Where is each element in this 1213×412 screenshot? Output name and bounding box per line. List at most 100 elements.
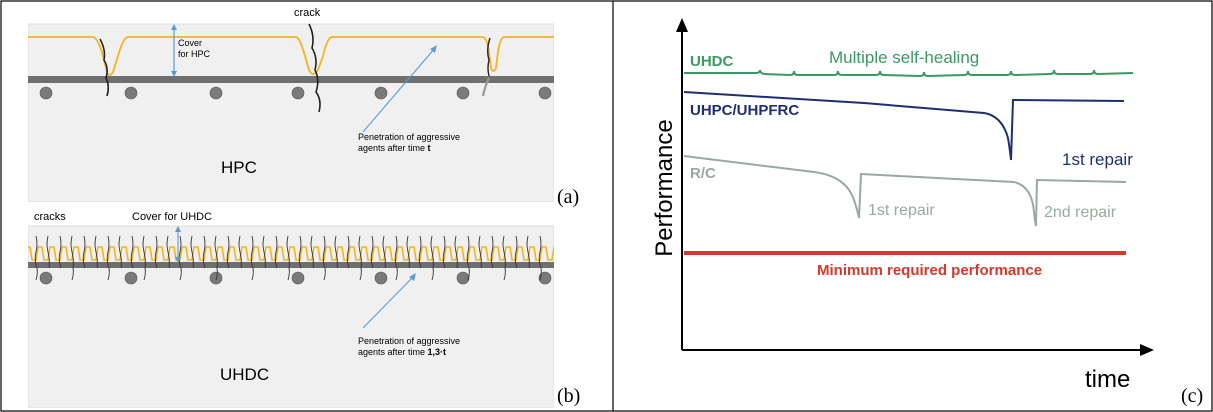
hpc-cover-label-line2: for HPC [178,49,211,59]
rebar-circle [291,86,305,100]
microcrack [82,235,86,269]
microcrack [190,235,194,269]
hpc-section-diagram [28,23,554,202]
microcrack [226,235,230,269]
hpc-crack-1 [99,38,110,97]
rebar-circle [374,86,388,100]
rebar-circle [209,271,223,285]
microcrack [430,235,434,281]
microcrack [202,235,206,269]
rebar-circle [456,271,470,285]
x-axis-arrow-icon [1140,344,1154,356]
microcrack [370,235,374,269]
uhdc-material-label: UHDC [220,365,270,384]
minimum-performance-label: Minimum required performance [817,262,1043,279]
uhpc-series-label: UHPC/UHPFRC [690,102,800,119]
hpc-cover-label-line1: Cover [178,38,203,48]
microcrack [490,235,494,269]
microcrack [514,235,518,269]
microcrack [310,235,314,269]
microcrack [130,235,134,269]
microcrack [142,235,146,281]
microcrack [250,235,254,281]
microcrack [154,235,158,269]
uhpc-performance-line [683,91,1125,161]
hpc-crack-3 [487,37,491,77]
uhdc-microcracks [34,235,542,281]
microcrack [466,235,470,281]
hpc-rebar [28,76,554,83]
microcrack [106,235,110,281]
microcrack [58,235,62,269]
uhdc-series-label: UHDC [690,53,734,70]
rebar-circle [39,86,53,100]
y-axis-label: Performance [651,119,678,257]
rebar-circle [124,271,138,285]
uhdc-rebar-circles [39,271,552,285]
rebar-circle [209,86,223,100]
hpc-penetration-arrow [362,47,436,133]
microcrack [334,235,338,269]
panel-a-label: (a) [557,186,580,208]
microcrack [382,235,386,269]
hpc-concrete-block [28,24,554,202]
microcrack [394,235,398,281]
uhdc-penetration-line2: agents after time [358,347,428,357]
uhdc-self-healing-note: Multiple self-healing [829,48,980,67]
hpc-crack-3-corroded [481,77,490,97]
uhdc-penetration-arrow [362,275,415,329]
microcrack [346,235,350,269]
uhdc-rebar [28,262,554,268]
hpc-rebar-circles [39,86,552,100]
hpc-cover-line [28,36,554,76]
microcrack [454,235,458,269]
hpc-penetration-line2: agents after time [358,143,428,153]
uhdc-penetration-time: 1,3·t [427,347,447,357]
hpc-crack-label: crack [294,7,321,19]
microcrack [502,235,506,281]
microcrack [478,235,482,269]
uhdc-cover-label: Cover for UHDC [132,211,213,223]
uhdc-cracks-label: cracks [34,211,66,223]
microcrack [358,235,362,281]
rebar-circle [538,86,552,100]
microcrack [538,235,542,281]
performance-chart [676,18,1154,356]
hpc-material-label: HPC [221,158,257,177]
hpc-penetration-line1: Penetration of aggressive [358,132,461,142]
uhdc-penetration-label: Penetration of aggressive agents after t… [358,336,460,358]
uhdc-performance-line [684,69,1134,78]
microcrack [70,235,74,281]
microcrack [46,235,50,269]
panel-b-label: (b) [557,385,581,407]
rebar-circle [374,271,388,285]
rebar-circle [538,271,552,285]
microcrack [94,235,98,269]
microcrack [418,235,422,269]
microcrack [262,235,266,269]
hpc-penetration-label: Penetration of aggressive agents after t… [358,132,460,154]
rc-performance-line [683,155,1127,227]
y-axis-label-wrap: Performance [648,94,678,284]
rebar-circle [124,86,138,100]
microcrack [274,235,278,269]
rebar-circle [39,271,53,285]
microcrack [238,235,242,269]
microcrack [34,235,38,281]
microcrack [442,235,446,269]
microcrack [166,235,170,269]
panel-c-label: (c) [1181,385,1204,407]
uhdc-section-diagram [28,225,554,408]
hpc-penetration-time: t [427,143,431,153]
hpc-cover-label: Cover for HPC [178,38,210,60]
rc-first-repair-label: 1st repair [868,202,935,219]
microcrack [322,235,326,281]
uhdc-cover-line [28,246,554,261]
rc-series-label: R/C [690,165,716,182]
microcrack [118,235,122,269]
rebar-circle [291,271,305,285]
hpc-crack-2 [308,23,321,113]
y-axis-arrow-icon [676,18,688,32]
rebar-circle [456,86,470,100]
